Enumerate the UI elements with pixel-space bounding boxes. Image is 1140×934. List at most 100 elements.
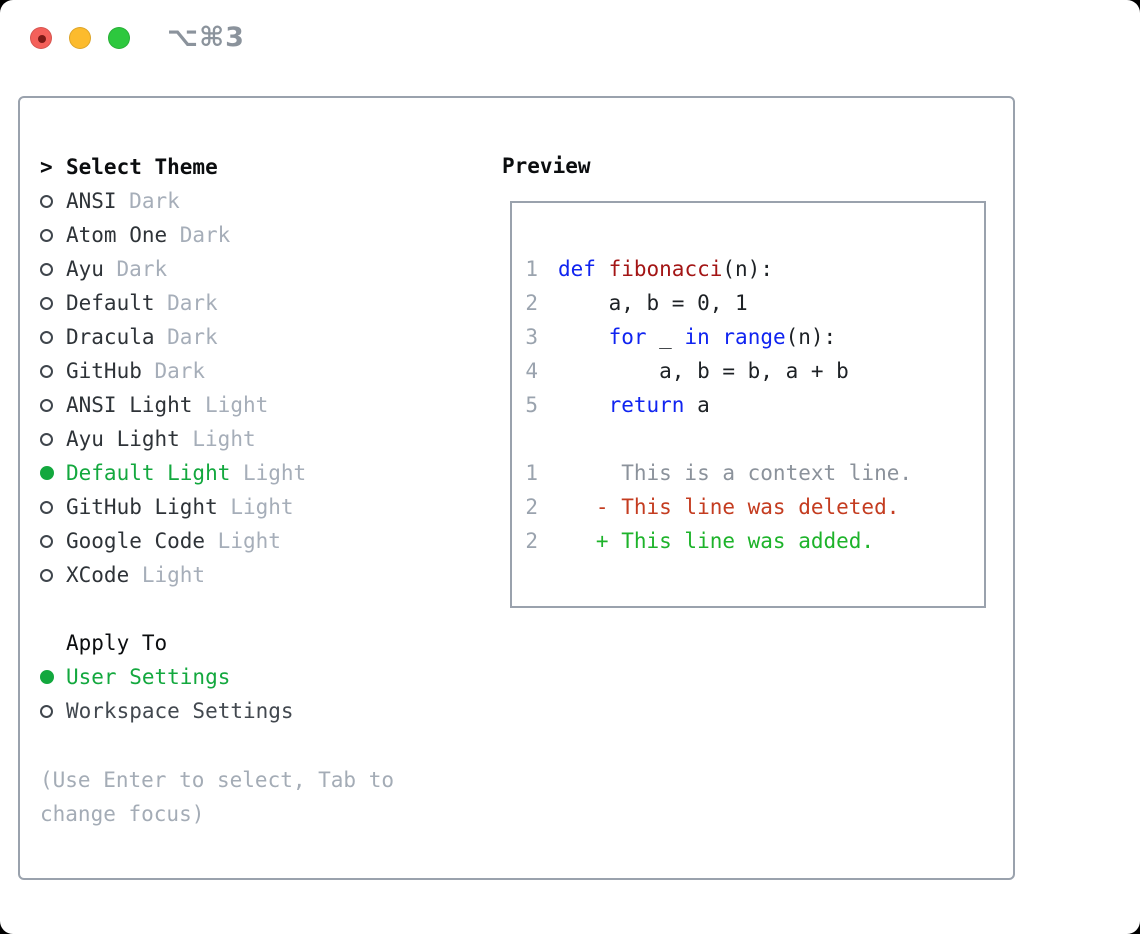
theme-variant-label: Dark (154, 359, 206, 383)
radio-circle-icon (40, 296, 53, 310)
theme-option-github[interactable]: GitHub Dark (40, 354, 450, 388)
line-number: 5 (525, 393, 538, 417)
theme-name: Default (66, 291, 155, 315)
theme-option-dracula[interactable]: Dracula Dark (40, 320, 450, 354)
theme-option-ayu[interactable]: Ayu Dark (40, 252, 450, 286)
preview-line: 4 a, b = b, a + b (522, 354, 984, 388)
line-content: def fibonacci(n): (558, 257, 773, 281)
preview-title: Preview (502, 154, 591, 178)
radio-circle-icon (40, 466, 54, 480)
code-segment-keyword: range (722, 325, 786, 349)
theme-variant-label: Light (242, 461, 307, 485)
theme-name: Ayu (66, 257, 104, 281)
radio-circle-icon (40, 500, 53, 514)
apply-to-option-user-settings[interactable]: User Settings (40, 660, 450, 694)
focus-caret-icon: > (40, 155, 53, 179)
zoom-button[interactable] (108, 27, 130, 49)
code-segment-plain (558, 393, 609, 417)
preview-line: 5 return a (522, 388, 984, 422)
radio-circle-icon (40, 330, 53, 344)
theme-option-ansi[interactable]: ANSI Dark (40, 184, 450, 218)
theme-variant-label: Light (217, 529, 281, 553)
theme-list-title: Select Theme (66, 155, 218, 179)
line-content: + This line was added. (558, 529, 874, 553)
traffic-lights (30, 27, 130, 49)
apply-to-header: Apply To (40, 626, 450, 660)
theme-option-google-code[interactable]: Google Code Light (40, 524, 450, 558)
line-number: 1 (525, 257, 538, 281)
theme-list: ANSI Dark Atom One Dark Ayu Dark Default… (40, 184, 450, 592)
line-content: This is a context line. (558, 461, 912, 485)
theme-name: GitHub Light (66, 495, 218, 519)
line-number: 4 (525, 359, 538, 383)
line-number: 1 (525, 461, 538, 485)
minimize-button[interactable] (69, 27, 91, 49)
code-segment-keyword: def (558, 257, 596, 281)
theme-name: ANSI (66, 189, 117, 213)
radio-circle-icon (40, 364, 53, 378)
theme-variant-label: Dark (116, 257, 168, 281)
theme-option-default[interactable]: Default Dark (40, 286, 450, 320)
code-segment-deleted: - This line was deleted. (558, 495, 900, 519)
close-button-dot-icon (38, 35, 46, 43)
theme-option-github-light[interactable]: GitHub Light Light (40, 490, 450, 524)
radio-circle-icon (40, 534, 53, 548)
radio-circle-icon (40, 228, 53, 242)
code-segment-keyword: in (684, 325, 710, 349)
theme-variant-label: Light (192, 427, 256, 451)
theme-name: ANSI Light (66, 393, 193, 417)
apply-to-label: User Settings (66, 665, 231, 689)
theme-list-header: > Select Theme (40, 150, 450, 184)
theme-name: Default Light (66, 461, 231, 485)
code-segment-plain (558, 325, 609, 349)
spacer (40, 728, 450, 762)
code-segment-plain (710, 325, 723, 349)
code-segment-keyword: return (608, 393, 685, 417)
line-content: a, b = b, a + b (558, 359, 849, 383)
theme-name: Atom One (66, 223, 168, 247)
apply-to-title: Apply To (66, 631, 168, 655)
code-segment-plain: (n): (785, 325, 837, 349)
preview-line: 2 + This line was added. (522, 524, 984, 558)
line-content: a, b = 0, 1 (558, 291, 748, 315)
code-segment-plain (596, 257, 609, 281)
preview-line: 1 def fibonacci(n): (522, 252, 984, 286)
theme-option-default-light[interactable]: Default Light Light (40, 456, 450, 490)
radio-circle-icon (40, 568, 53, 582)
apply-to-label: Workspace Settings (66, 699, 294, 723)
theme-variant-label: Dark (179, 223, 231, 247)
preview-line: 2 a, b = 0, 1 (522, 286, 984, 320)
spacer (40, 592, 450, 626)
preview-box: 1 def fibonacci(n): 2 a, b = 0, 1 3 for … (510, 201, 986, 608)
theme-option-ayu-light[interactable]: Ayu Light Light (40, 422, 450, 456)
line-content: for _ in range(n): (558, 325, 837, 349)
radio-circle-icon (40, 704, 53, 718)
code-segment-plain: a (684, 393, 710, 417)
theme-variant-label: Dark (129, 189, 180, 213)
apply-to-option-workspace-settings[interactable]: Workspace Settings (40, 694, 450, 728)
code-segment-function: fibonacci (608, 257, 723, 281)
window-title-shortcut: ⌥⌘3 (167, 22, 245, 53)
preview-line (522, 422, 984, 456)
theme-name: XCode (66, 563, 130, 587)
preview-line: 1 This is a context line. (522, 456, 984, 490)
line-number: 2 (525, 495, 538, 519)
theme-variant-label: Light (230, 495, 294, 519)
line-content: - This line was deleted. (558, 495, 899, 519)
keyboard-hint: (Use Enter to select, Tab to change focu… (40, 768, 395, 826)
theme-name: Dracula (66, 325, 155, 349)
theme-option-ansi-light[interactable]: ANSI Light Light (40, 388, 450, 422)
radio-circle-icon (40, 398, 53, 412)
close-button[interactable] (30, 27, 52, 49)
radio-circle-icon (40, 194, 53, 208)
theme-option-xcode[interactable]: XCode Light (40, 558, 450, 592)
theme-variant-label: Dark (167, 325, 218, 349)
code-segment-added: + This line was added. (558, 529, 875, 553)
theme-name: GitHub (66, 359, 142, 383)
theme-variant-label: Dark (167, 291, 218, 315)
main-panel: > Select Theme ANSI Dark Atom One Dark A… (18, 96, 1015, 880)
line-content: return a (558, 393, 710, 417)
radio-circle-icon (40, 262, 53, 276)
theme-option-atom-one[interactable]: Atom One Dark (40, 218, 450, 252)
code-segment-plain: (n): (722, 257, 773, 281)
